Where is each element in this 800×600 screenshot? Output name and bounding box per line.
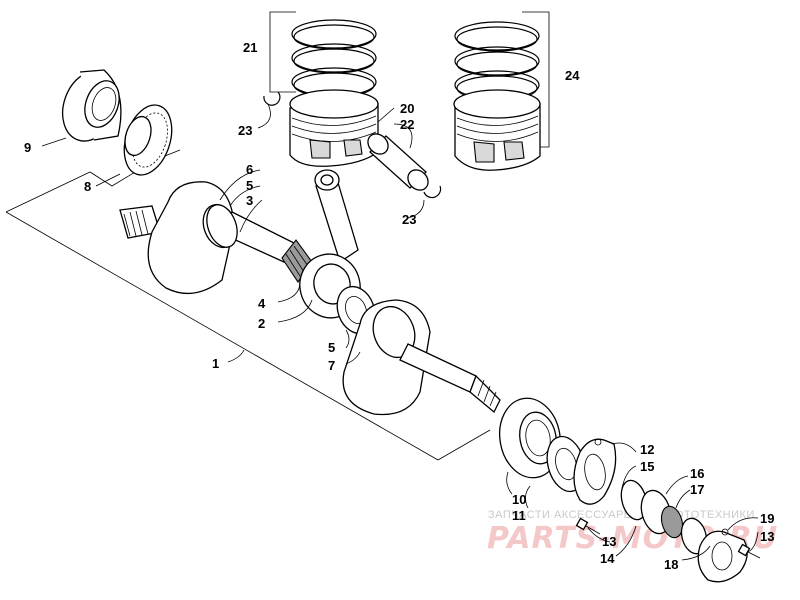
piston-right [453, 89, 541, 171]
assembly-bracket-end [437, 429, 491, 461]
callout-13-right: 13 [760, 529, 774, 544]
callout-23-right: 23 [402, 212, 416, 227]
callout-2: 2 [258, 316, 265, 331]
callout-6: 6 [246, 162, 253, 177]
assembly-bracket [5, 171, 439, 461]
callout-4: 4 [258, 296, 266, 311]
callout-1: 1 [212, 356, 219, 371]
piston-left [289, 89, 379, 167]
callout-12: 12 [640, 442, 654, 457]
watermark-tagline: ЗАПЧАСТИ АКСЕССУАРЫ ДЛЯ МОТОТЕХНИКИ [488, 509, 755, 521]
callout-8: 8 [84, 179, 91, 194]
piston-rings-left [291, 19, 377, 98]
callout-5-bottom: 5 [328, 340, 335, 355]
screw-right [737, 543, 761, 559]
callout-labels: 1 2 3 4 5 5 6 7 8 9 10 11 12 13 13 14 15… [24, 40, 774, 572]
piston-pin [367, 133, 429, 191]
callout-18: 18 [664, 557, 678, 572]
callout-17: 17 [690, 482, 704, 497]
bearing-17 [660, 505, 684, 539]
callout-23-left: 23 [238, 123, 252, 138]
end-plate [697, 528, 748, 583]
callout-11: 11 [512, 508, 526, 523]
callout-13-left: 13 [602, 534, 616, 549]
callout-22: 22 [400, 117, 414, 132]
callout-3: 3 [246, 193, 253, 208]
piston-rings-right [454, 21, 540, 101]
retainer-plate [573, 438, 617, 505]
callout-10: 10 [512, 492, 526, 507]
leader-lines [41, 103, 759, 561]
callout-20: 20 [400, 101, 414, 116]
callout-24: 24 [565, 68, 580, 83]
bracket-21 [269, 11, 296, 93]
screw-left [575, 517, 601, 535]
callout-14: 14 [600, 551, 615, 566]
circlip-right [423, 185, 442, 199]
callout-16: 16 [690, 466, 704, 481]
callout-15: 15 [640, 459, 654, 474]
callout-21: 21 [243, 40, 257, 55]
crankshaft-left [119, 181, 297, 295]
bearing-right [499, 397, 561, 479]
bearing-left [61, 69, 122, 142]
callout-7: 7 [328, 358, 335, 373]
thrust-washer-left [206, 204, 238, 248]
crankshaft-right [342, 299, 501, 416]
circlip-left [263, 91, 281, 106]
callout-5-top: 5 [246, 178, 253, 193]
callout-9: 9 [24, 140, 31, 155]
timing-gear [123, 104, 173, 176]
callout-19: 19 [760, 511, 774, 526]
